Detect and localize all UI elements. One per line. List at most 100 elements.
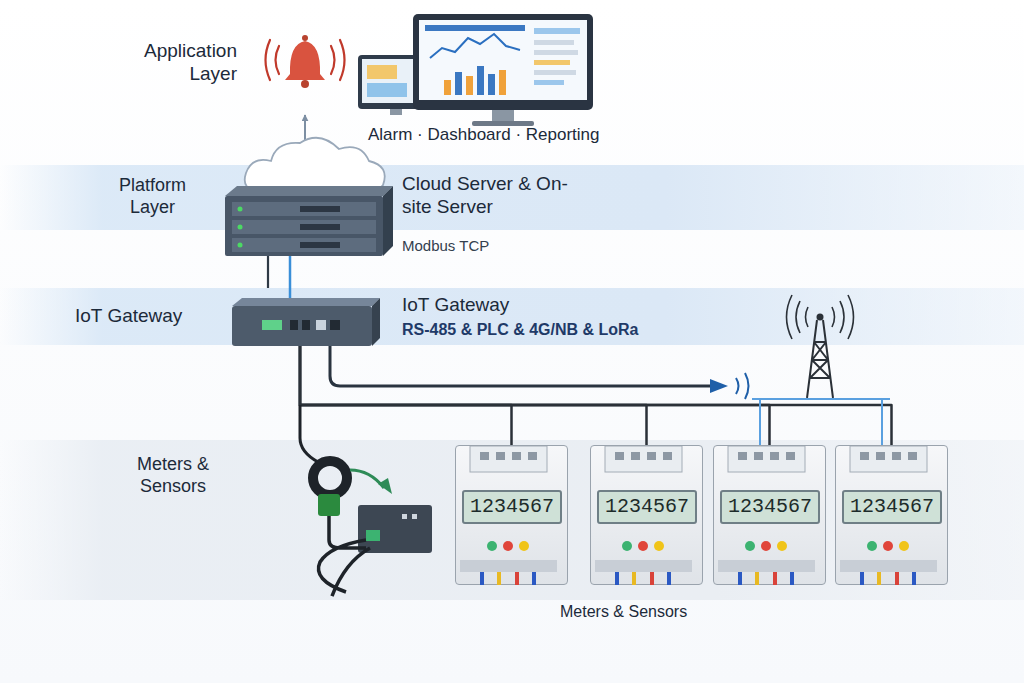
meter-terminal [738, 452, 747, 460]
meter-top-cover [728, 446, 805, 472]
status-led [654, 541, 664, 551]
server-rack-part [232, 238, 376, 252]
meter-wire [912, 572, 916, 585]
current-transformer-part [358, 505, 432, 553]
text-holder: 1234567 [842, 490, 942, 524]
meter-terminal [754, 452, 763, 460]
text-holder: RS-485 & PLC & 4G/NB & LoRa [402, 320, 638, 339]
main-monitor-part [477, 66, 484, 95]
text-holder: Meters & Sensors [118, 454, 228, 497]
status-led [622, 541, 632, 551]
main-monitor-part [444, 80, 451, 95]
meter-terminal [480, 452, 489, 460]
alarm-bell-part [266, 40, 345, 80]
radio-tower-part [807, 320, 833, 398]
text-holder: 1234567 [597, 490, 697, 524]
status-led [761, 541, 771, 551]
gateway-device-part [302, 320, 310, 330]
gateway-device [232, 298, 380, 346]
text-holder: 1234567 [720, 490, 820, 524]
meter-wire [877, 572, 881, 585]
server-rack-part [238, 225, 243, 230]
layer-functions: Alarm · Dashboard · Reporting [368, 125, 599, 145]
main-monitor-part [455, 72, 462, 95]
main-monitor-part [499, 70, 506, 95]
main-monitor-part [488, 74, 495, 95]
status-led [519, 541, 529, 551]
back-monitor-part [367, 83, 407, 97]
energy-meter: 1234567 [835, 445, 948, 585]
meter-terminal [496, 452, 505, 460]
wireless-cable-part [330, 346, 712, 386]
meter-terminal [663, 452, 672, 460]
meter-terminal [647, 452, 656, 460]
terminal-block [718, 560, 815, 572]
current-transformer-part [412, 514, 417, 519]
status-led [487, 541, 497, 551]
text-holder: 1234567 [462, 490, 562, 524]
gateway-device-part [372, 298, 380, 346]
meter-wire [895, 572, 899, 585]
radio-tower-part [817, 314, 824, 321]
wireless-link [752, 399, 890, 445]
text-holder: Application Layer [112, 40, 237, 86]
back-monitor-part [367, 65, 397, 79]
gateway-title: IoT Gateway [402, 294, 509, 317]
meter-wire [667, 572, 671, 585]
connector-line [300, 345, 892, 445]
wireless-cable-part [710, 379, 728, 393]
server-rack-part [225, 196, 383, 256]
main-monitor-part [413, 14, 593, 110]
server-rack-part [225, 186, 393, 196]
energy-meter: 1234567 [455, 445, 568, 585]
main-monitor [413, 14, 593, 126]
text-holder: Platform Layer [100, 175, 205, 218]
meter-terminal [786, 452, 795, 460]
layer-name: Meters & Sensors [118, 454, 228, 497]
meter-reading: 1234567 [462, 490, 562, 524]
radio-tower [787, 295, 854, 398]
meter-reading: 1234567 [720, 490, 820, 524]
gateway-device-part [232, 306, 372, 346]
main-monitor-part [534, 60, 570, 65]
main-monitor-part [472, 121, 534, 126]
meter-top-cover [470, 446, 547, 472]
server-rack-part [232, 202, 376, 216]
layer-name: Application Layer [112, 40, 237, 86]
server-rack-part [300, 242, 340, 248]
main-monitor-part [492, 110, 514, 122]
meter-wire [773, 572, 777, 585]
platform-title: Cloud Server & On-site Server [402, 173, 572, 219]
terminal-block [595, 560, 692, 572]
layer-name: IoT Gateway [75, 305, 182, 328]
alarm-bell-part [302, 35, 308, 41]
meter-reading: 1234567 [842, 490, 942, 524]
meters-band: 1234567 1234567 1234567 1234567 Meters & Sen… [0, 440, 1024, 600]
energy-meter: 1234567 [590, 445, 703, 585]
meter-wire [790, 572, 794, 585]
alarm-bell [266, 35, 345, 88]
wireless-cable [330, 346, 749, 399]
text-holder: IoT Gateway [75, 305, 182, 328]
meter-wire [497, 572, 501, 585]
status-led [899, 541, 909, 551]
gateway-device-part [316, 320, 326, 330]
current-transformer-part [300, 405, 318, 462]
gateway-device-part [290, 320, 298, 330]
current-transformer-part [318, 516, 370, 596]
cloud-part [245, 138, 385, 192]
main-monitor-part [534, 70, 576, 75]
gateway-device-part [232, 298, 380, 306]
meter-wire [650, 572, 654, 585]
cloud [245, 138, 385, 192]
meter-terminal [631, 452, 640, 460]
status-led [638, 541, 648, 551]
terminal-block [840, 560, 937, 572]
text-holder: Modbus TCP [402, 237, 489, 255]
energy-meter: 1234567 [713, 445, 826, 585]
current-transformer-part [402, 514, 407, 519]
meter-terminal [770, 452, 779, 460]
connector-line [300, 345, 647, 445]
meter-terminal [615, 452, 624, 460]
